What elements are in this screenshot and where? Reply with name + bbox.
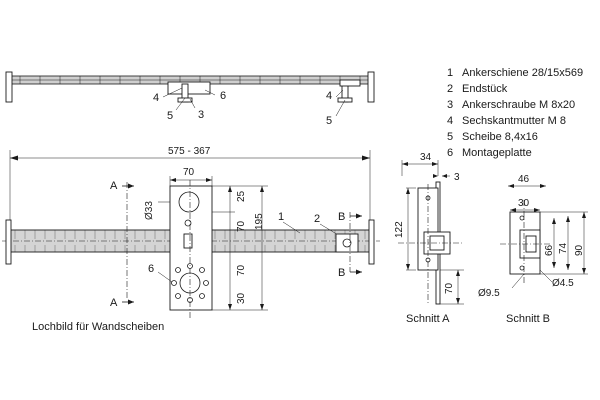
sec-a-dim-3: 3	[454, 172, 460, 183]
legend-text-5: Scheibe 8,4x16	[462, 131, 538, 143]
section-a-view: 34 3 122 70 Schnitt A	[394, 152, 464, 325]
parts-legend: 1 Ankerschiene 28/15x569 2 Endstück 3 An…	[447, 67, 583, 159]
sec-b-dim-46: 46	[518, 174, 530, 185]
dim-25: 25	[236, 190, 247, 202]
legend-num-1: 1	[447, 67, 453, 79]
top-view-end-right	[367, 71, 375, 103]
section-b-bottom: B	[338, 267, 345, 279]
legend-num-5: 5	[447, 131, 453, 143]
sec-a-dim-70: 70	[444, 282, 455, 294]
legend-num-2: 2	[447, 83, 453, 95]
sec-a-dim-122: 122	[394, 221, 405, 238]
dim-overall-length: 575 - 367	[168, 146, 211, 157]
sec-b-dim-66: 66	[544, 244, 555, 256]
legend-text-1: Ankerschiene 28/15x569	[462, 67, 583, 79]
front-end-left	[5, 219, 12, 265]
sec-b-dim-74: 74	[558, 242, 569, 254]
section-b-view: 46 30 66 74 90 Ø9.5 Ø4.5 Schnitt	[478, 174, 588, 325]
legend-num-6: 6	[447, 147, 453, 159]
dim-70-upper: 70	[236, 220, 247, 232]
sec-b-dia-45: Ø4.5	[552, 278, 574, 289]
sec-b-dim-90: 90	[574, 244, 585, 256]
front-view: 575 - 367 70	[2, 146, 380, 333]
legend-text-6: Montageplatte	[462, 147, 532, 159]
legend-text-2: Endstück	[462, 83, 508, 95]
front-end-right	[368, 219, 375, 265]
dim-195: 195	[254, 213, 265, 230]
top-callout-6: 6	[220, 90, 226, 102]
legend-num-4: 4	[447, 115, 453, 127]
front-bolt	[183, 233, 193, 249]
callout-1: 1	[278, 211, 284, 223]
top-callout-4-right: 4	[326, 90, 332, 102]
caption-hole-pattern: Lochbild für Wandscheiben	[32, 321, 164, 333]
top-callout-5-right: 5	[326, 115, 332, 127]
top-view-end-left	[5, 71, 13, 103]
dim-hole-33: Ø33	[144, 201, 155, 220]
dim-70-lower: 70	[236, 264, 247, 276]
dim-plate-width: 70	[183, 167, 195, 178]
sec-b-title: Schnitt B	[506, 313, 550, 325]
legend-text-4: Sechskantmutter M 8	[462, 115, 566, 127]
plate-hole-33	[178, 191, 200, 213]
section-a-bottom: A	[110, 297, 118, 309]
callout-2: 2	[314, 213, 320, 225]
section-a-top: A	[110, 180, 118, 192]
sec-a-dim-34: 34	[420, 152, 432, 163]
callout-6: 6	[148, 263, 154, 275]
top-view: 4 5 3 6 4 5	[5, 71, 375, 127]
sec-b-dia-95: Ø9.5	[478, 288, 500, 299]
top-callout-3: 3	[198, 109, 204, 121]
dim-30: 30	[236, 292, 247, 304]
top-callout-5-left: 5	[167, 110, 173, 122]
top-view-mount-plate	[167, 81, 211, 95]
legend-text-3: Ankerschraube M 8x20	[462, 99, 575, 111]
top-callout-4-left: 4	[153, 92, 159, 104]
legend-num-3: 3	[447, 99, 453, 111]
sec-a-title: Schnitt A	[406, 313, 450, 325]
section-b-top: B	[338, 211, 345, 223]
